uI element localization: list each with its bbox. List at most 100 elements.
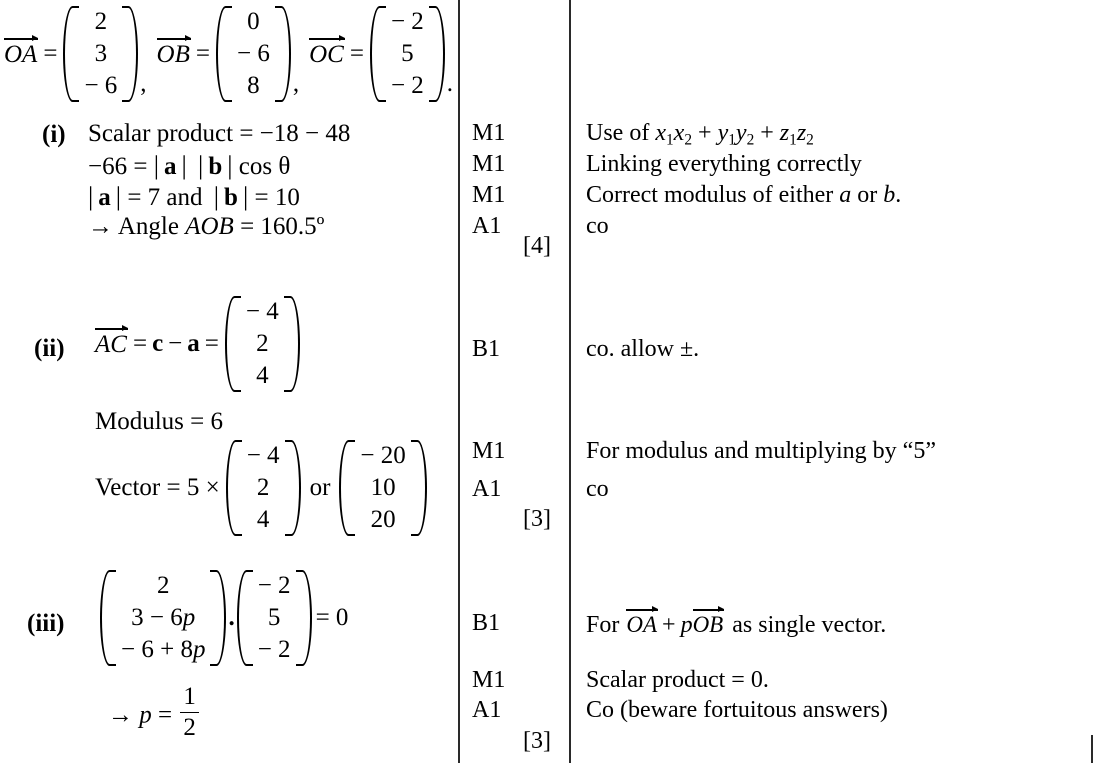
comment-iii-2: Scalar product = 0. xyxy=(586,667,769,693)
part-iii-equation-line: 2 3 − 6p − 6 + 8p . − 2 5 − 2 = 0 xyxy=(100,570,348,666)
matrix-cell: 20 xyxy=(370,506,396,533)
ac-equals-expression: = c − a = xyxy=(132,330,219,357)
matrix-cell: 8 xyxy=(247,72,260,99)
matrix-cell: 0 xyxy=(247,8,260,35)
matrix-cell: 3 − 6p xyxy=(131,604,196,631)
matrix-cell: − 6 xyxy=(236,40,270,67)
part-i-working-line-4: → Angle AOB = 160.5º xyxy=(88,213,325,240)
paren-left-icon xyxy=(369,6,386,102)
mark-iii-2: M1 xyxy=(472,667,506,693)
paren-left-icon xyxy=(215,6,232,102)
mark-iii-3: A1 xyxy=(472,697,502,723)
ob-vector-label: OB xyxy=(156,35,192,68)
part-label-ii: (ii) xyxy=(34,335,65,362)
matrix-cell: 3 xyxy=(94,40,108,67)
givens-separator-1: , xyxy=(140,70,147,97)
comment-tail-text: as single vector. xyxy=(732,612,887,638)
oa-vector-label: OA xyxy=(4,35,39,68)
comment-iii-3: Co (beware fortuitous answers) xyxy=(586,697,888,723)
part-i-working-line-2: −66 = | a | | b | cos θ xyxy=(88,151,291,180)
mark-total-iii: [3] xyxy=(523,728,551,754)
comment-ii-1: co. allow ±. xyxy=(586,336,700,362)
paren-left-icon xyxy=(339,440,356,536)
matrix-cell: − 6 + 8p xyxy=(121,636,206,663)
matrix-cell: − 20 xyxy=(360,442,406,469)
givens-terminator: . xyxy=(446,70,454,97)
part-iii-vector-right: − 2 5 − 2 xyxy=(236,570,312,666)
ob-vector-label-comment: OB xyxy=(692,606,724,637)
comment-for-word: For xyxy=(586,612,620,638)
oa-matrix: 2 3 − 6 xyxy=(63,6,139,102)
mark-ii-1: B1 xyxy=(472,336,501,362)
part-iii-vector-left: 2 3 − 6p − 6 + 8p xyxy=(100,570,227,666)
ac-vector-label: AC xyxy=(95,325,128,358)
part-iii-result-line: → p = 1 2 xyxy=(108,684,201,741)
dot-product-operator: . xyxy=(228,604,235,631)
part-ii-vector-b: − 20 10 20 xyxy=(339,440,427,536)
paren-right-icon xyxy=(283,296,300,392)
matrix-cell: − 2 xyxy=(257,636,291,663)
paren-right-icon xyxy=(284,440,301,536)
givens-row: OA = 2 3 − 6 , OB = 0 − 6 8 , OC = − 2 5… xyxy=(4,6,453,102)
part-i-working-line-3: | a | = 7 and | b | = 10 xyxy=(88,182,300,211)
mark-iii-1: B1 xyxy=(472,610,501,636)
paren-right-icon xyxy=(122,6,139,102)
paren-left-icon xyxy=(224,296,241,392)
fraction-numerator: 1 xyxy=(183,683,196,710)
result-prefix: → p = xyxy=(108,701,173,729)
marks-column-left-rule xyxy=(458,0,460,763)
oc-matrix: − 2 5 − 2 xyxy=(369,6,445,102)
part-label-i: (i) xyxy=(42,121,66,148)
paren-right-icon xyxy=(295,570,312,666)
matrix-cell: 5 xyxy=(267,604,281,631)
matrix-cell: − 2 xyxy=(390,72,424,99)
part-ii-vector-line: Vector = 5 × − 4 2 4 or − 20 10 20 xyxy=(95,440,427,536)
matrix-cell: 4 xyxy=(256,362,269,389)
ob-equals: = xyxy=(195,40,210,67)
comment-i-4: co xyxy=(586,213,609,239)
marks-column-right-rule xyxy=(569,0,571,763)
mark-i-2: M1 xyxy=(472,151,506,177)
comment-ii-2: For modulus and multiplying by “5” xyxy=(586,438,936,464)
oa-vector-label-comment: OA xyxy=(626,606,658,637)
mark-total-ii: [3] xyxy=(523,506,551,532)
matrix-cell: − 2 xyxy=(257,572,291,599)
result-fraction: 1 2 xyxy=(180,684,199,741)
matrix-cell: − 4 xyxy=(246,442,280,469)
comment-plus-sign: + xyxy=(662,612,676,638)
matrix-cell: − 2 xyxy=(390,8,424,35)
oc-equals: = xyxy=(349,40,364,67)
comment-iii-1: For OA + p OB as single vector. xyxy=(586,606,887,639)
equals-zero: = 0 xyxy=(315,604,349,631)
matrix-cell: 2 xyxy=(256,330,269,357)
comment-i-2: Linking everything correctly xyxy=(586,151,862,177)
mark-i-3: M1 xyxy=(472,182,506,208)
mark-i-1: M1 xyxy=(472,120,506,146)
ac-matrix: − 4 2 4 xyxy=(224,296,300,392)
paren-right-icon xyxy=(428,6,445,102)
comment-p-symbol: p xyxy=(680,612,693,638)
paren-left-icon xyxy=(63,6,80,102)
paren-left-icon xyxy=(100,570,116,666)
part-ii-modulus-line: Modulus = 6 xyxy=(95,408,224,435)
paren-left-icon xyxy=(225,440,242,536)
paren-right-icon xyxy=(410,440,427,536)
mark-i-4: A1 xyxy=(472,213,502,239)
comment-i-1: Use of x1x2 + y1y2 + z1z2 xyxy=(586,120,814,149)
mark-ii-2: M1 xyxy=(472,438,506,464)
or-word: or xyxy=(309,474,331,501)
matrix-cell: 10 xyxy=(370,474,396,501)
part-ii-vector-a: − 4 2 4 xyxy=(225,440,301,536)
paren-right-icon xyxy=(210,570,227,666)
givens-separator-2: , xyxy=(292,70,300,97)
matrix-cell: − 6 xyxy=(84,72,118,99)
vector-line-prefix: Vector = 5 × xyxy=(95,474,220,501)
matrix-cell: 4 xyxy=(256,506,270,533)
part-i-working-line-1: Scalar product = −18 − 48 xyxy=(88,120,351,147)
comment-i-3: Correct modulus of either a or b. xyxy=(586,182,902,208)
comment-ii-3: co xyxy=(586,476,609,502)
mark-ii-3: A1 xyxy=(472,476,502,502)
paren-left-icon xyxy=(236,570,253,666)
matrix-cell: − 4 xyxy=(245,298,279,325)
oa-equals: = xyxy=(43,40,58,67)
